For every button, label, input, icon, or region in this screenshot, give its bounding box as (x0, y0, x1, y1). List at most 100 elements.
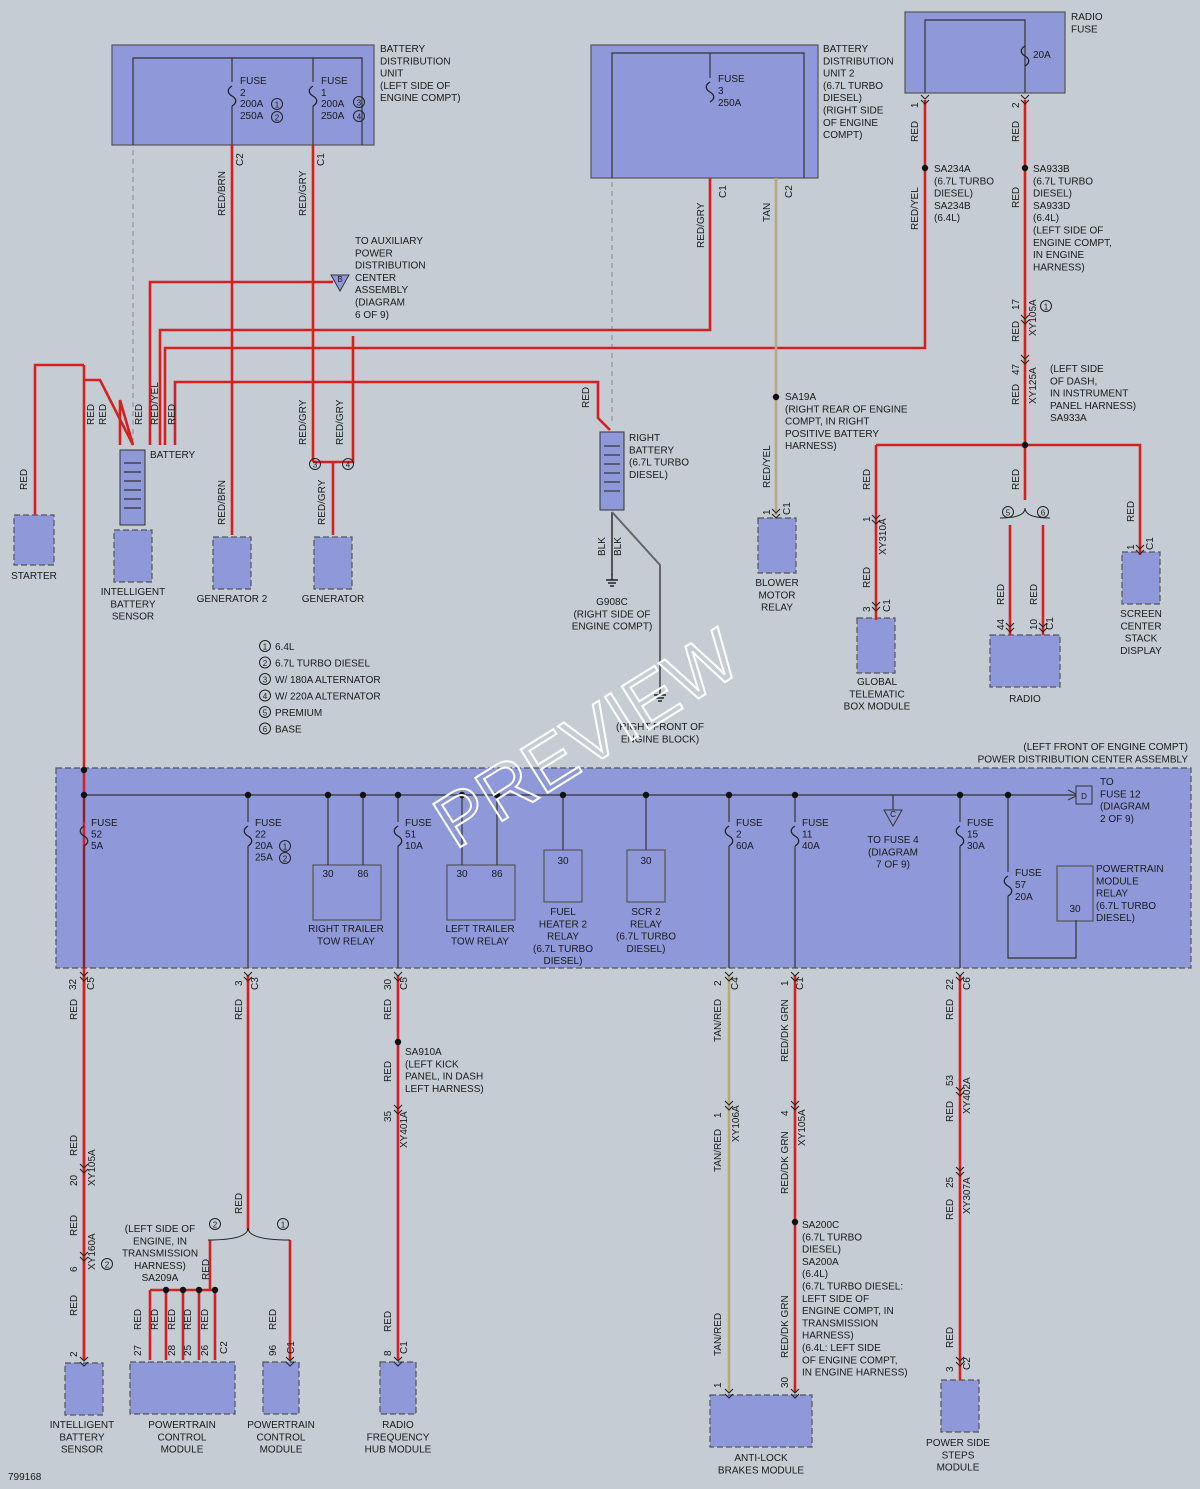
connector-icon (393, 971, 403, 982)
connector-icon (955, 1086, 965, 1097)
pin-number: 25 (183, 1344, 194, 1356)
sa200-label: ENGINE COMPT, IN (802, 1306, 894, 1317)
generator-2-component (212, 536, 252, 590)
sa910-label: PANEL, IN DASH (405, 1072, 483, 1083)
bdu2-title: DIESEL) (823, 93, 862, 104)
fuse-icon (393, 825, 403, 847)
fuse-text: 10A (405, 841, 423, 852)
battery-icon (119, 449, 146, 526)
right-battery-icon (599, 431, 625, 511)
starter-component (13, 514, 55, 566)
connector-icon (955, 1166, 965, 1177)
right-battery-label: DIESEL) (629, 470, 668, 481)
pcm2-label: CONTROL (257, 1432, 306, 1443)
option-circle-icon (259, 706, 271, 718)
splice-sa209a (162, 1286, 170, 1294)
wire-color: RED (1126, 501, 1137, 522)
ground-g908c-label: (RIGHT SIDE OF (573, 609, 650, 620)
connector-icon (79, 1251, 89, 1262)
wire-color: RED (268, 1309, 279, 1330)
starter-label: STARTER (11, 571, 57, 582)
relay-label: FUEL (550, 907, 576, 918)
anti-lock-brakes-module (709, 1394, 813, 1448)
connector-icon (724, 1100, 734, 1111)
diagram-number: 799168 (8, 1472, 42, 1483)
fuse-number: 1 (321, 88, 327, 99)
pin-number: 96 (268, 1344, 279, 1356)
pin-number: 8 (383, 1350, 394, 1356)
wire-color: RED (69, 1295, 80, 1316)
ground-front-label: ENGINE BLOCK) (621, 734, 699, 745)
ground-icon (606, 574, 618, 587)
splice-sa234a (921, 164, 929, 172)
fuse-text: 52 (91, 830, 103, 841)
wire-color: RED/DK GRN (780, 1131, 791, 1194)
radio-fuse-box (904, 11, 1066, 94)
option-circle-icon (1040, 300, 1052, 312)
wire-color: RED (234, 999, 245, 1020)
option-circle-icon (209, 1218, 221, 1230)
sa200-label: DIESEL) (802, 1245, 841, 1256)
connector-label: C1 (399, 1341, 410, 1354)
wire-color: RED (86, 404, 97, 425)
wire-battery (118, 399, 135, 446)
powertrain-control-module-1 (129, 1361, 236, 1415)
pin-number: 1 (910, 102, 921, 108)
ibs-label: SENSOR (112, 612, 154, 623)
wire-color: RED (234, 1193, 245, 1214)
fuse-icon (243, 825, 253, 847)
connector-label: C1 (782, 502, 793, 515)
legend-text: 6.4L (275, 642, 295, 653)
wire-color: RED/DK GRN (780, 999, 791, 1062)
bdu2-title: UNIT 2 (823, 69, 855, 80)
power-distribution-center (55, 767, 1192, 969)
pin-number: 10 (1029, 618, 1040, 630)
fuse-label: FUSE (718, 74, 745, 85)
splice-sa209a (179, 1286, 187, 1294)
sa234a-label: (6.4L) (934, 213, 960, 224)
bdu-bus (132, 57, 363, 145)
fuse-text: 20A (255, 841, 273, 852)
relay-label: (6.7L TURBO (616, 932, 676, 943)
connector-icon (393, 1104, 403, 1115)
blower-label: RELAY (761, 603, 793, 614)
pin-number: 4 (780, 1110, 791, 1116)
off-page-tag: D (1081, 792, 1087, 801)
sa200-label: SA200C (802, 1220, 839, 1231)
pin-number: 32 (68, 978, 79, 990)
pin-number: 3 (862, 606, 873, 612)
fuse-icon (79, 825, 89, 847)
fuse-text: 5A (91, 841, 104, 852)
fuse-text: 11 (802, 830, 813, 841)
wire-color: RED/BRN (217, 171, 228, 216)
bus-node (493, 791, 501, 799)
sa933b-label: DIESEL) (1033, 189, 1072, 200)
gtbm-label: BOX MODULE (844, 702, 911, 713)
wire-color: RED (200, 1309, 211, 1330)
wire-right-battery (173, 380, 611, 445)
powertrain-control-module-2 (262, 1361, 300, 1415)
sa200-label: (6.4L: LEFT SIDE (802, 1343, 881, 1354)
bdu-title: UNIT (380, 69, 403, 80)
scsd-label: CENTER (1120, 621, 1161, 632)
connector-label: C1 (1045, 617, 1056, 630)
pcm1-label: MODULE (161, 1445, 204, 1456)
relay-pin: 86 (357, 869, 369, 880)
relay-pin: 30 (640, 856, 652, 867)
pin-number: 47 (1011, 363, 1022, 375)
generator-2-label: GENERATOR 2 (197, 594, 268, 605)
pin-number: 30 (780, 1376, 791, 1388)
pcm2-label: POWERTRAIN (247, 1420, 315, 1431)
fuse-text: FUSE (405, 818, 432, 829)
ground-front-label: (RIGHT FRONT OF (616, 722, 704, 733)
to-fuse4-note: (DIAGRAM (868, 847, 918, 858)
intelligent-battery-sensor-bottom (64, 1362, 104, 1416)
pss-label: STEPS (942, 1450, 975, 1461)
wire-color: RED (1029, 584, 1040, 605)
wire-color: RED (945, 1327, 956, 1348)
fuse-text: FUSE (255, 818, 282, 829)
wire-color: RED/GRY (298, 399, 309, 445)
ibs-bottom-label: SENSOR (61, 1445, 103, 1456)
legend-text: W/ 180A ALTERNATOR (275, 675, 381, 686)
connector-icon (243, 971, 253, 982)
